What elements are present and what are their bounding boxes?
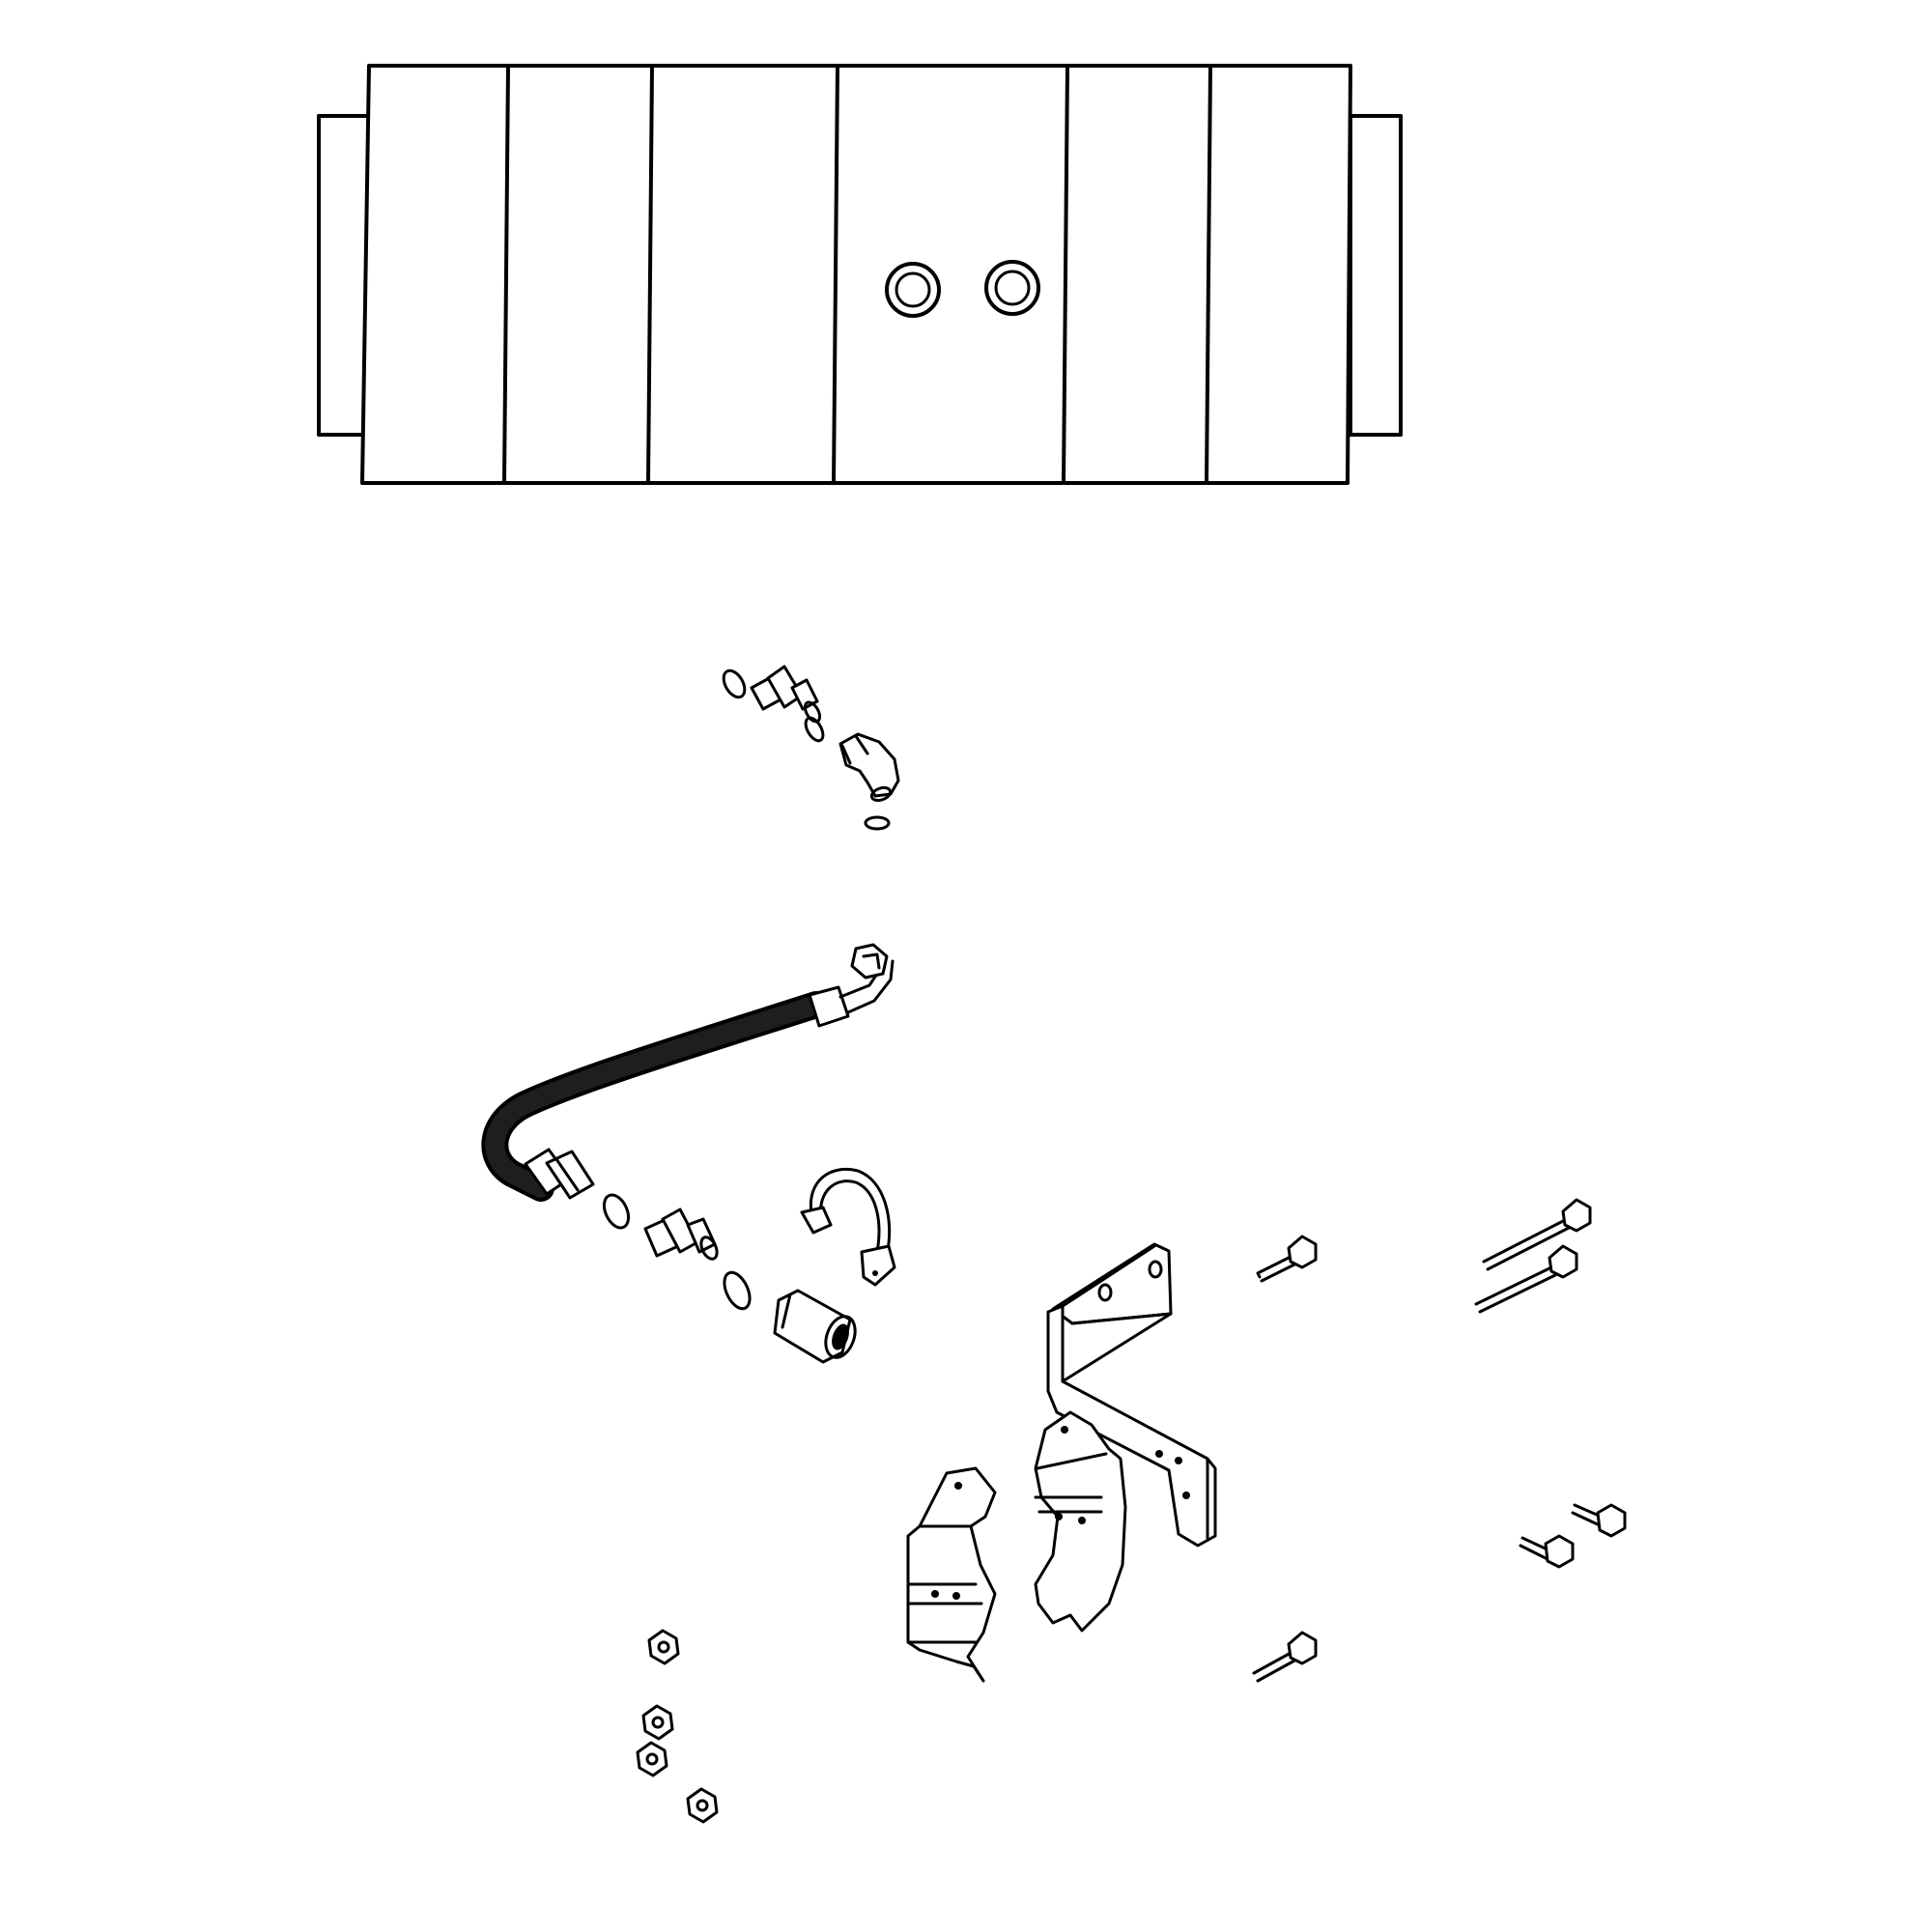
bolt-icon [1252, 1631, 1318, 1683]
hex-nut-icon [686, 1787, 719, 1824]
hydraulic-port-icon [984, 260, 1040, 316]
hydraulic-port-icon [885, 262, 941, 318]
elbow-fitting-icon [722, 665, 900, 831]
right-end-cap [1349, 114, 1403, 437]
clamp-icon [906, 1410, 1127, 1683]
hex-nut-icon [647, 1629, 680, 1665]
hose-icon [481, 943, 895, 1202]
hex-nut-icon [641, 1704, 674, 1741]
hose-crimp-upper [808, 985, 850, 1028]
left-end-cap [317, 114, 371, 437]
hose-nut-upper [850, 943, 889, 980]
bolt-icon [1571, 1503, 1627, 1538]
cylinder-assembly-icon [317, 64, 1403, 485]
o-ring [723, 1270, 752, 1311]
cylinder-body [360, 64, 1352, 485]
hex-nut-icon [636, 1741, 668, 1777]
adapter-fitting-icon [602, 1193, 857, 1364]
bolt-icon [1519, 1534, 1575, 1569]
bracket-icon [1046, 1242, 1217, 1548]
straight-adapter [643, 1208, 719, 1261]
clamp-half-right [1034, 1410, 1127, 1633]
bolt-icon [1474, 1244, 1578, 1314]
o-ring [864, 815, 891, 831]
coupling-sleeve [773, 1289, 857, 1364]
o-ring [804, 716, 825, 743]
bolt-icon [1256, 1235, 1318, 1283]
bolt-icon [1482, 1198, 1592, 1271]
o-ring [722, 668, 747, 699]
clip-icon [800, 1168, 896, 1287]
o-ring [602, 1193, 631, 1230]
elbow-fitting [838, 732, 900, 803]
straight-adapter [750, 665, 822, 724]
clamp-half-left [906, 1466, 997, 1683]
